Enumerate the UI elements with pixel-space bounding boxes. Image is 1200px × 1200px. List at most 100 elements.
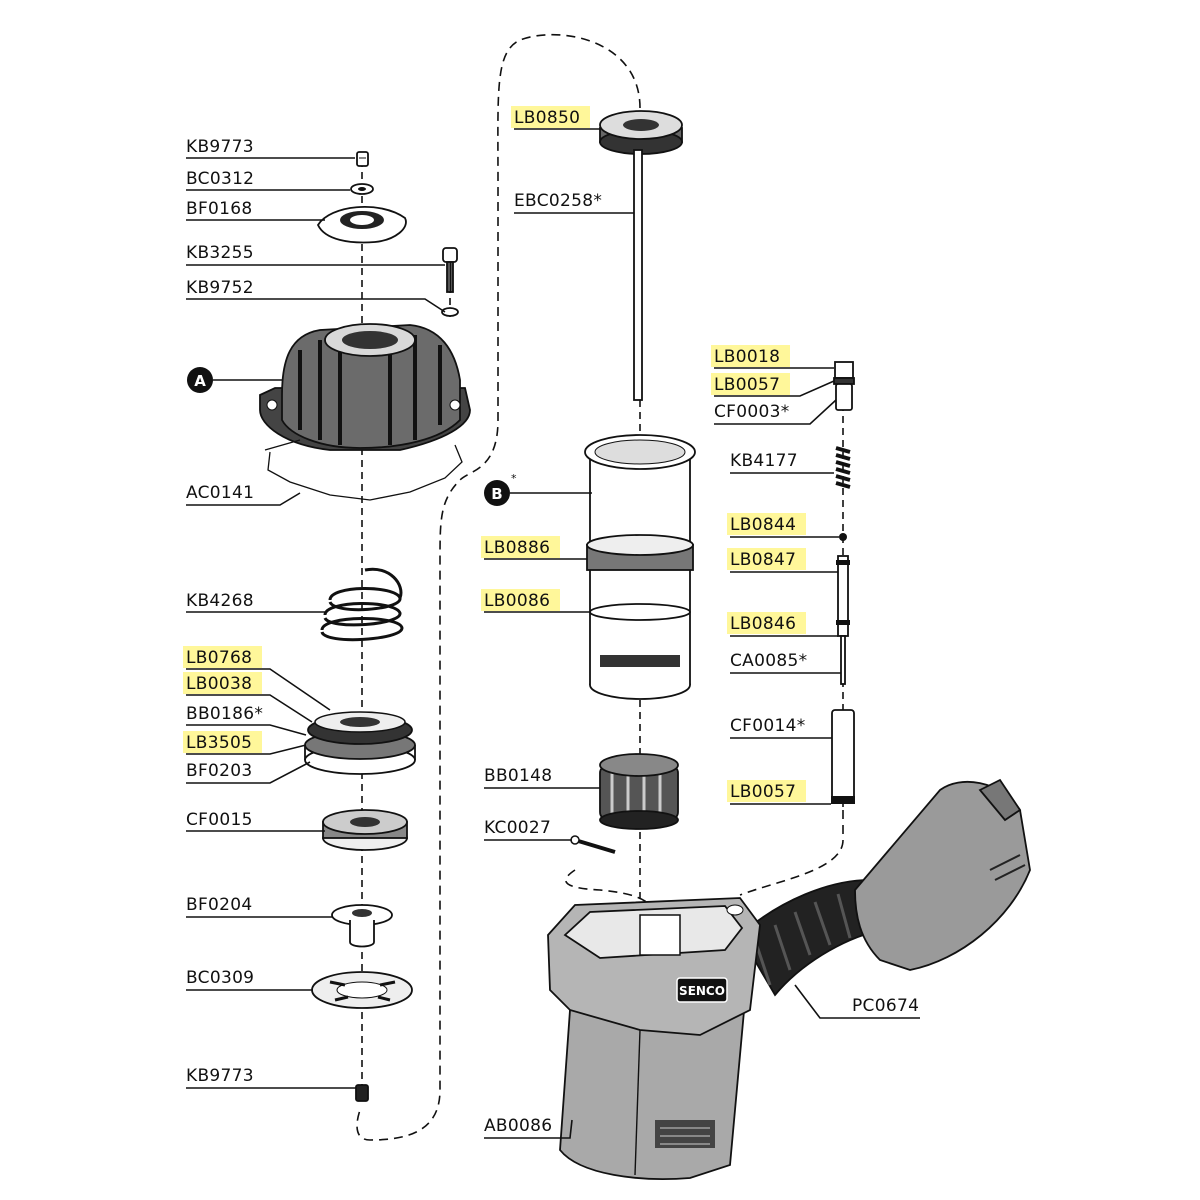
label-lb0038: LB0038 — [183, 672, 313, 723]
svg-text:LB0057: LB0057 — [714, 375, 780, 395]
svg-text:EBC0258*: EBC0258* — [514, 191, 602, 211]
label-cf0014: CF0014* — [730, 716, 832, 739]
svg-text:BC0309: BC0309 — [186, 968, 254, 988]
svg-text:AC0141: AC0141 — [186, 483, 254, 503]
pin-kc0027 — [570, 835, 616, 854]
washer-bc0312 — [350, 183, 374, 195]
handle-pc0674 — [738, 778, 1031, 997]
svg-text:KB4268: KB4268 — [186, 591, 254, 611]
svg-text:LB0057: LB0057 — [730, 782, 796, 802]
svg-text:KB3255: KB3255 — [186, 243, 254, 263]
label-ac0141: AC0141 — [186, 483, 301, 506]
cylinder-cap-assembly — [259, 323, 471, 451]
svg-text:*: * — [511, 472, 517, 485]
svg-text:BB0186*: BB0186* — [186, 704, 263, 724]
svg-text:CF0015: CF0015 — [186, 810, 253, 830]
spring-kb4177 — [835, 446, 851, 489]
screw-kb9773-top — [356, 151, 369, 167]
label-lb0086: LB0086 — [481, 589, 590, 613]
label-bb0186: BB0186* — [186, 704, 307, 736]
svg-text:BF0204: BF0204 — [186, 895, 253, 915]
cylinder-sleeve — [584, 434, 696, 700]
svg-text:KB9773: KB9773 — [186, 1066, 254, 1086]
label-lb0846: LB0846 — [727, 612, 838, 637]
label-bf0168: BF0168 — [186, 199, 325, 221]
svg-text:CA0085*: CA0085* — [730, 651, 807, 671]
plate-bc0309 — [311, 971, 413, 1009]
spring-kb4268 — [320, 567, 404, 642]
housing-ab0086 — [547, 897, 761, 1180]
label-lb3505: LB3505 — [183, 731, 307, 755]
piston-lb0850 — [599, 110, 683, 155]
label-kc0027: KC0027 — [484, 818, 572, 841]
svg-text:LB0847: LB0847 — [730, 550, 796, 570]
svg-text:LB0038: LB0038 — [186, 674, 252, 694]
svg-text:BF0203: BF0203 — [186, 761, 253, 781]
washer-kb9752 — [441, 307, 459, 317]
valve-stem — [836, 533, 850, 685]
screw-kb3255 — [442, 247, 458, 293]
label-ab0086: AB0086 — [484, 1116, 573, 1139]
valve-cap — [833, 361, 855, 411]
bumper-bf0204 — [331, 904, 393, 948]
svg-text:AB0086: AB0086 — [484, 1116, 552, 1136]
piston-assembly — [304, 711, 416, 775]
svg-text:BF0168: BF0168 — [186, 199, 253, 219]
label-kb9752: KB9752 — [186, 278, 446, 313]
label-kb9773-top: KB9773 — [186, 137, 355, 159]
screw-kb9773-bottom — [355, 1084, 369, 1102]
gasket-ac0141 — [264, 439, 463, 501]
label-bc0312: BC0312 — [186, 169, 350, 191]
svg-text:BB0148: BB0148 — [484, 766, 552, 786]
label-kb3255: KB3255 — [186, 243, 445, 266]
svg-text:CF0003*: CF0003* — [714, 402, 790, 422]
svg-text:BC0312: BC0312 — [186, 169, 254, 189]
label-lb0057-bottom: LB0057 — [727, 780, 831, 805]
svg-text:KB9752: KB9752 — [186, 278, 254, 298]
label-kb4177: KB4177 — [730, 451, 834, 474]
label-lb0018: LB0018 — [711, 345, 834, 369]
label-cf0015: CF0015 — [186, 810, 325, 832]
senco-logo: SENCO — [676, 977, 728, 1003]
label-kb9773-bottom: KB9773 — [186, 1066, 356, 1089]
label-cf0003: CF0003* — [714, 399, 837, 425]
svg-text:KB9773: KB9773 — [186, 137, 254, 157]
plate-bf0168 — [316, 206, 407, 244]
senco-logo-text: SENCO — [679, 984, 725, 998]
label-ca0085: CA0085* — [730, 651, 841, 674]
label-kb4268: KB4268 — [186, 591, 325, 613]
label-bf0203: BF0203 — [186, 761, 311, 784]
svg-text:LB3505: LB3505 — [186, 733, 252, 753]
callout-b: B * — [484, 472, 592, 506]
label-ebc0258: EBC0258* — [514, 191, 634, 214]
svg-text:LB0086: LB0086 — [484, 591, 550, 611]
svg-text:LB0018: LB0018 — [714, 347, 780, 367]
svg-text:LB0844: LB0844 — [730, 515, 796, 535]
label-lb0844: LB0844 — [727, 513, 839, 538]
sleeve-cf0014 — [831, 709, 855, 804]
svg-text:LB0846: LB0846 — [730, 614, 796, 634]
callout-a: A — [187, 367, 282, 393]
label-lb0886: LB0886 — [481, 536, 587, 560]
driver-ebc0258 — [633, 149, 643, 401]
air-path-lines — [356, 33, 844, 1141]
callout-b-letter: B — [491, 485, 502, 503]
svg-text:CF0014*: CF0014* — [730, 716, 806, 736]
callout-a-letter: A — [194, 372, 206, 390]
svg-text:LB0886: LB0886 — [484, 538, 550, 558]
svg-text:KB4177: KB4177 — [730, 451, 798, 471]
head-valve-bb0148 — [599, 753, 679, 830]
label-bb0148: BB0148 — [484, 766, 600, 789]
svg-text:KC0027: KC0027 — [484, 818, 551, 838]
label-lb0850: LB0850 — [511, 106, 600, 130]
label-lb0847: LB0847 — [727, 548, 838, 573]
svg-text:LB0768: LB0768 — [186, 648, 252, 668]
cushion-cf0015 — [322, 809, 408, 851]
svg-text:PC0674: PC0674 — [852, 996, 919, 1016]
label-lb0057-top: LB0057 — [711, 373, 835, 397]
label-bc0309: BC0309 — [186, 968, 313, 991]
label-lb0768: LB0768 — [183, 646, 331, 711]
label-bf0204: BF0204 — [186, 895, 333, 918]
svg-text:LB0850: LB0850 — [514, 108, 580, 128]
